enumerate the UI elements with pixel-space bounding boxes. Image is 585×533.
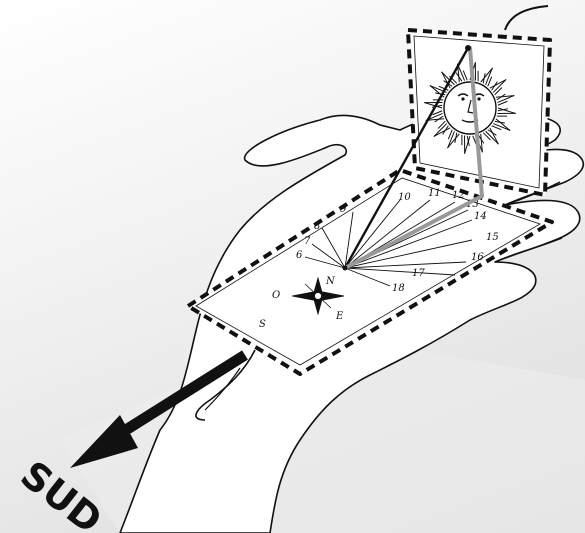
cord [505, 6, 548, 30]
gnomon-anchor-top [465, 45, 471, 51]
compass-north: N [325, 276, 336, 287]
hour-label-10: 10 [398, 192, 411, 203]
hour-label-6: 6 [296, 250, 303, 261]
hour-label-17: 17 [412, 268, 425, 279]
hour-label-18: 18 [392, 283, 405, 294]
gnomon-anchor-center [343, 266, 348, 271]
hour-label-7: 7 [304, 236, 311, 247]
compass-east: E [335, 311, 344, 322]
hour-label-12: 12 [452, 190, 465, 201]
hour-label-9: 9 [340, 204, 347, 215]
hour-label-15: 15 [486, 232, 499, 243]
compass-west: O [272, 290, 280, 301]
hour-label-8: 8 [314, 221, 320, 232]
hour-label-14: 14 [474, 211, 487, 222]
hour-label-16: 16 [471, 252, 484, 263]
hour-label-11: 11 [428, 188, 441, 199]
compass-south: S [259, 319, 266, 330]
